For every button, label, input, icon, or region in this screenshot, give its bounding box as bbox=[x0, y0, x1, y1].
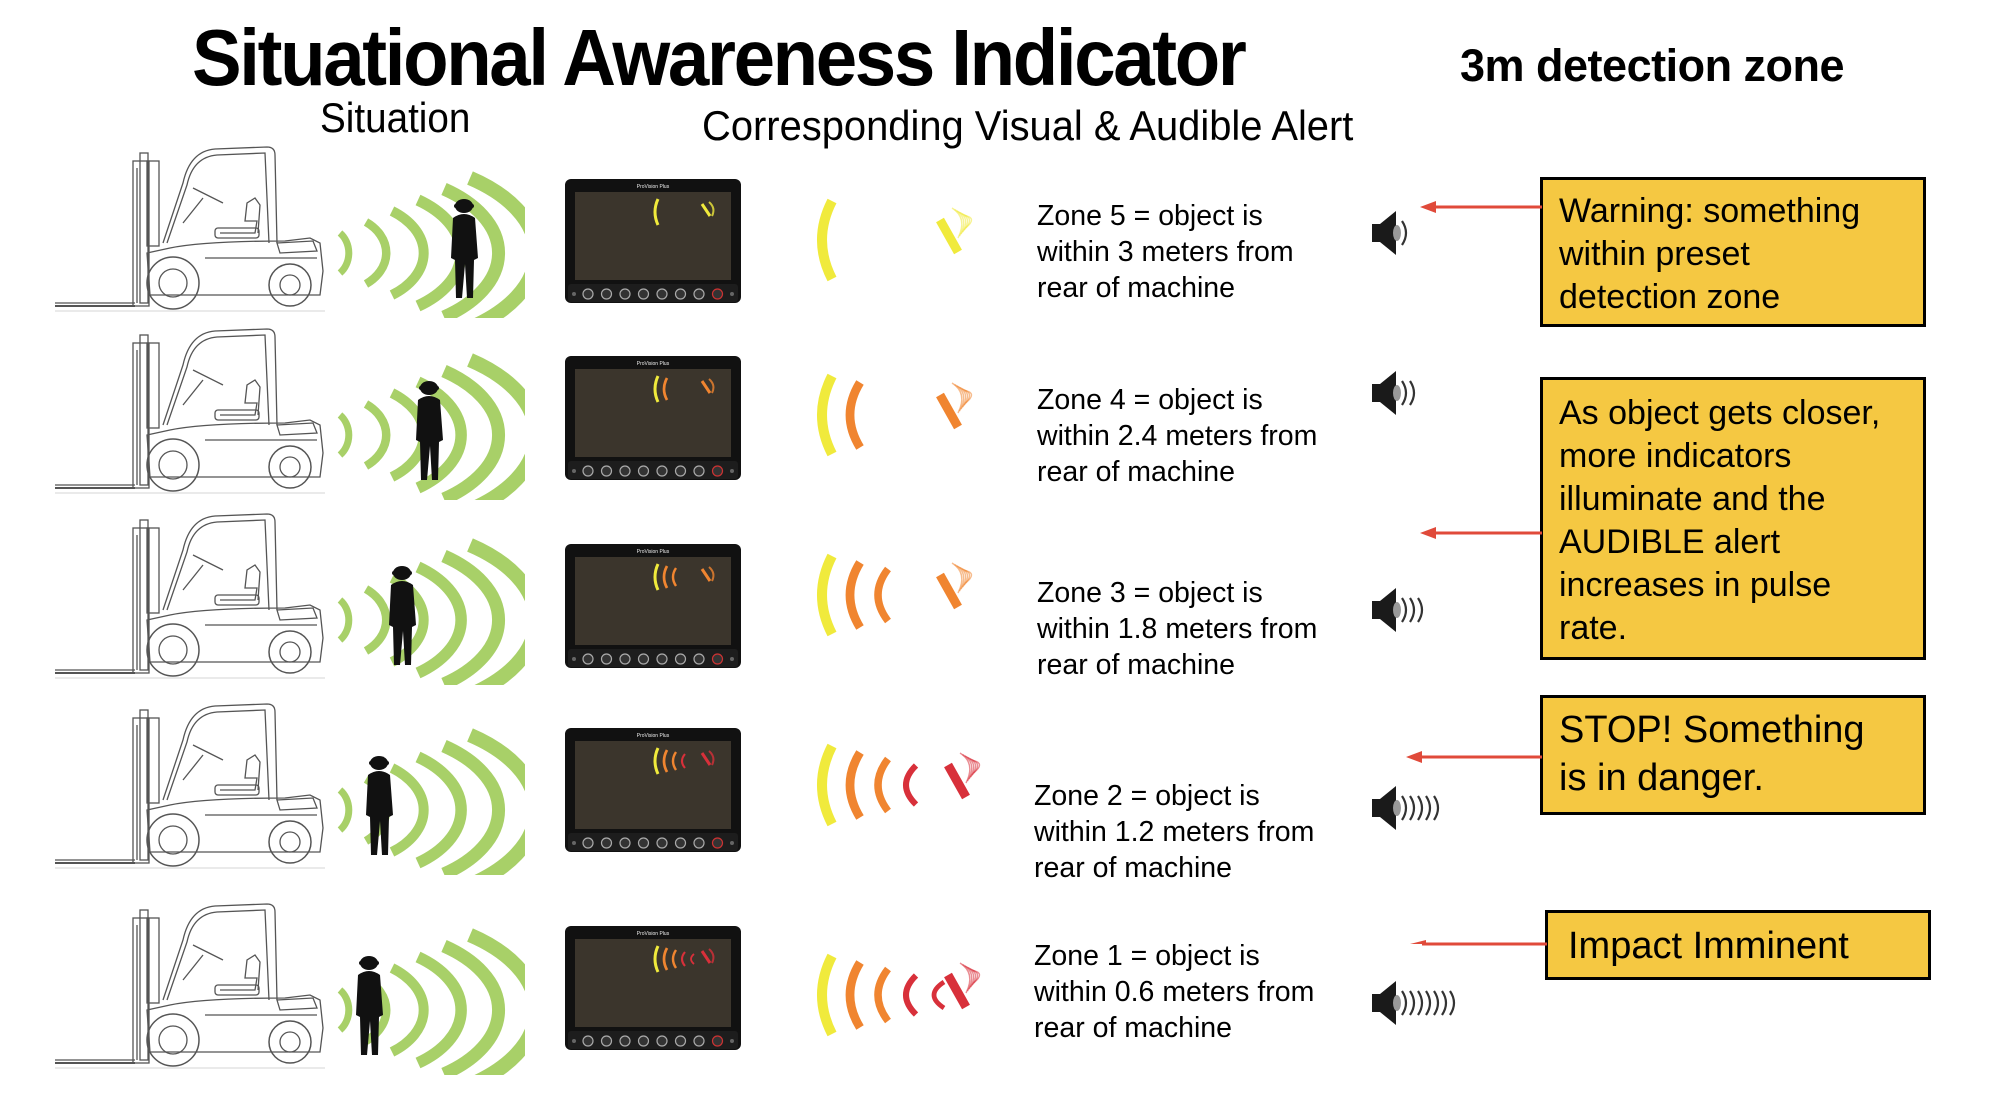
callout-line: detection zone bbox=[1559, 278, 1781, 316]
title-subtitle: 3m detection zone bbox=[1460, 40, 1845, 91]
zone-description-zone-5: Zone 5 = object is within 3 meters from re… bbox=[1037, 198, 1294, 306]
display-monitor-zone-2: ProVision Plus bbox=[564, 727, 742, 853]
forklift-scene-zone-1 bbox=[54, 900, 544, 1092]
zone-description-line: within 3 meters from bbox=[1037, 236, 1294, 268]
zone-description-line: within 0.6 meters from bbox=[1034, 976, 1315, 1008]
zone-description-zone-4: Zone 4 = object is within 2.4 meters from… bbox=[1037, 382, 1317, 490]
forklift-icon bbox=[54, 903, 544, 1092]
forklift-icon bbox=[54, 703, 544, 892]
speaker-icon bbox=[1372, 365, 1482, 421]
forklift-icon bbox=[54, 513, 544, 702]
callout-line: STOP! Something bbox=[1559, 709, 1865, 751]
display-monitor-zone-3: ProVision Plus bbox=[564, 543, 742, 669]
callout-line: illuminate and the bbox=[1559, 480, 1826, 518]
zone-description-zone-2: Zone 2 = object is within 1.2 meters from… bbox=[1034, 778, 1314, 886]
zone-description-line: rear of machine bbox=[1034, 1012, 1233, 1044]
speaker-icon bbox=[1372, 582, 1482, 638]
zone-description-line: within 2.4 meters from bbox=[1037, 420, 1318, 452]
svg-text:ProVision Plus: ProVision Plus bbox=[637, 549, 670, 555]
zone-description-line: rear of machine bbox=[1034, 852, 1233, 884]
svg-text:ProVision Plus: ProVision Plus bbox=[637, 184, 670, 190]
zone-indicator-zone-3 bbox=[800, 545, 1000, 645]
callout-line: As object gets closer, bbox=[1559, 394, 1881, 432]
speaker-icon bbox=[1372, 975, 1482, 1031]
callout-stop: STOP! Something is in danger. bbox=[1540, 695, 1926, 815]
arrow-impact bbox=[1410, 937, 1547, 951]
forklift-scene-zone-5 bbox=[54, 143, 544, 335]
zone-description-line: rear of machine bbox=[1037, 456, 1236, 488]
zone-description-zone-3: Zone 3 = object is within 1.8 meters from… bbox=[1037, 575, 1317, 683]
forklift-scene-zone-3 bbox=[54, 510, 544, 702]
zone-description-line: within 1.8 meters from bbox=[1037, 613, 1318, 645]
column-header-alert: Corresponding Visual & Audible Alert bbox=[702, 102, 1354, 149]
zone-description-line: Zone 1 = object is bbox=[1034, 940, 1260, 972]
zone-description-line: rear of machine bbox=[1037, 649, 1236, 681]
zone-indicator-zone-5 bbox=[800, 190, 1000, 290]
callout-line: Impact Imminent bbox=[1568, 925, 1849, 967]
forklift-icon bbox=[54, 146, 544, 335]
title-main: Situational Awareness Indicator bbox=[192, 13, 1247, 102]
arrow-closer bbox=[1420, 526, 1542, 540]
zone-indicator-zone-1 bbox=[800, 945, 1000, 1045]
display-monitor-zone-5: ProVision Plus bbox=[564, 178, 742, 304]
callout-line: rate. bbox=[1559, 609, 1628, 647]
arrow-stop bbox=[1406, 750, 1542, 764]
speaker-icon bbox=[1372, 205, 1482, 261]
callout-line: is in danger. bbox=[1559, 757, 1764, 799]
forklift-icon bbox=[54, 328, 544, 517]
callout-line: more indicators bbox=[1559, 437, 1792, 475]
zone-indicator-zone-4 bbox=[800, 365, 1000, 465]
callout-line: increases in pulse bbox=[1559, 566, 1832, 604]
callout-warning: Warning: something within preset detecti… bbox=[1540, 177, 1926, 327]
zone-description-line: Zone 5 = object is bbox=[1037, 200, 1263, 232]
column-header-situation: Situation bbox=[320, 94, 471, 141]
svg-text:ProVision Plus: ProVision Plus bbox=[637, 361, 670, 367]
forklift-scene-zone-4 bbox=[54, 325, 544, 517]
svg-text:ProVision Plus: ProVision Plus bbox=[637, 733, 670, 739]
page-title: Situational Awareness Indicator 3m detec… bbox=[192, 12, 1845, 104]
display-monitor-zone-1: ProVision Plus bbox=[564, 925, 742, 1051]
display-monitor-zone-4: ProVision Plus bbox=[564, 355, 742, 481]
svg-text:ProVision Plus: ProVision Plus bbox=[637, 931, 670, 937]
speaker-icon bbox=[1372, 780, 1482, 836]
zone-description-line: Zone 2 = object is bbox=[1034, 780, 1260, 812]
zone-description-zone-1: Zone 1 = object is within 0.6 meters from… bbox=[1034, 938, 1314, 1046]
callout-line: Warning: something bbox=[1559, 192, 1861, 230]
zone-indicator-zone-2 bbox=[800, 735, 1000, 835]
callout-closer: As object gets closer, more indicators i… bbox=[1540, 377, 1926, 660]
zone-description-line: within 1.2 meters from bbox=[1034, 816, 1315, 848]
zone-description-line: rear of machine bbox=[1037, 272, 1236, 304]
callout-line: AUDIBLE alert bbox=[1559, 523, 1781, 561]
zone-description-line: Zone 4 = object is bbox=[1037, 384, 1263, 416]
forklift-scene-zone-2 bbox=[54, 700, 544, 892]
zone-description-line: Zone 3 = object is bbox=[1037, 577, 1263, 609]
callout-line: within preset bbox=[1559, 235, 1750, 273]
callout-impact: Impact Imminent bbox=[1545, 910, 1931, 980]
arrow-warning bbox=[1420, 200, 1542, 214]
